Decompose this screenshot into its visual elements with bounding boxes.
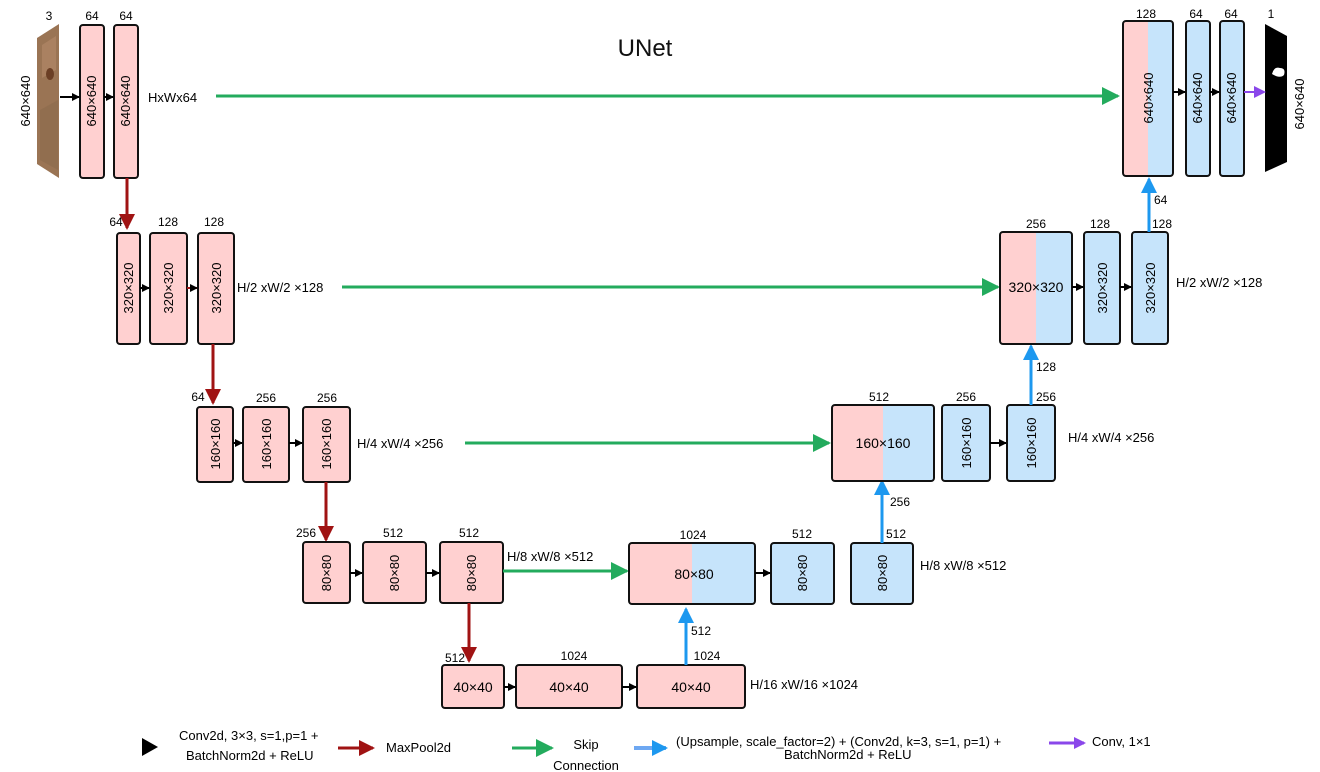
dec1-conv2-block xyxy=(1219,20,1245,177)
dec3-feature-label: H/4 xW/4 ×256 xyxy=(1068,430,1154,445)
enc1-conv1-block xyxy=(79,24,105,179)
dec1-concat-size: 640×640 xyxy=(1141,73,1156,124)
legend-conv-line1: Conv2d, 3×3, s=1,p=1 + xyxy=(179,728,319,743)
bottleneck-in-size: 40×40 xyxy=(453,679,493,695)
dec4-feature-label: H/8 xW/8 ×512 xyxy=(920,558,1006,573)
enc4-conv2-channels: 512 xyxy=(459,526,479,540)
bottleneck-conv2-channels: 1024 xyxy=(694,649,721,663)
output-channels: 1 xyxy=(1268,7,1275,21)
dec2-concat-channels: 256 xyxy=(1026,217,1046,231)
legend-upsample-line2: BatchNorm2d + ReLU xyxy=(784,747,912,762)
enc3-conv1-channels: 256 xyxy=(256,391,276,405)
dec3-concat-channels: 512 xyxy=(869,390,889,404)
bottleneck-conv2-block xyxy=(636,664,746,709)
enc1-conv2-size: 640×640 xyxy=(118,76,133,127)
dec4-up-channels: 512 xyxy=(886,527,906,541)
enc2-feature-label: H/2 xW/2 ×128 xyxy=(237,280,323,295)
bottleneck-conv1-size: 40×40 xyxy=(549,679,589,695)
enc3-in-block xyxy=(196,406,234,483)
bottleneck-conv2-size: 40×40 xyxy=(671,679,711,695)
enc4-in-size: 80×80 xyxy=(319,555,334,592)
enc2-conv1-size: 320×320 xyxy=(161,263,176,314)
enc3-conv2-size: 160×160 xyxy=(319,419,334,470)
input-channels: 3 xyxy=(46,9,53,23)
enc3-in-size: 160×160 xyxy=(208,419,223,470)
enc2-conv2-channels: 128 xyxy=(204,215,224,229)
output-size: 640×640 xyxy=(1292,79,1307,130)
up2-in-channels: 128 xyxy=(1036,360,1056,374)
dec3-conv-channels: 256 xyxy=(956,390,976,404)
dec3-out-channels: 256 xyxy=(1036,390,1056,404)
input-image xyxy=(37,24,59,178)
enc4-conv1-channels: 512 xyxy=(383,526,403,540)
enc3-conv1-block xyxy=(242,406,290,483)
enc1-feature-label: HxWx64 xyxy=(148,90,197,105)
enc2-in-size: 320×320 xyxy=(121,263,136,314)
dec4-conv-size: 80×80 xyxy=(795,555,810,592)
dec4-concat-channels: 1024 xyxy=(680,528,707,542)
legend-upsample-line1: (Upsample, scale_factor=2) + (Conv2d, k=… xyxy=(676,734,1001,749)
up4-in-channels: 512 xyxy=(691,624,711,638)
enc2-conv1-channels: 128 xyxy=(158,215,178,229)
diagram-title: UNet xyxy=(618,35,673,62)
enc1-conv1-channels: 64 xyxy=(85,9,99,23)
enc4-conv1-size: 80×80 xyxy=(387,555,402,592)
dec1-conv2-size: 640×640 xyxy=(1224,73,1239,124)
dec1-conv1-size: 640×640 xyxy=(1190,73,1205,124)
legend: Conv2d, 3×3, s=1,p=1 + BatchNorm2d + ReL… xyxy=(142,728,1151,772)
enc2-conv2-size: 320×320 xyxy=(209,263,224,314)
dec1-concat-block xyxy=(1122,20,1174,177)
output-mask-image xyxy=(1265,24,1287,172)
legend-skip-line2: Connection xyxy=(553,758,619,772)
legend-skip-line1: Skip xyxy=(573,737,598,752)
dec3-out-size: 160×160 xyxy=(1024,418,1039,469)
dec2-feature-label: H/2 xW/2 ×128 xyxy=(1176,275,1262,290)
bottleneck-conv1-channels: 1024 xyxy=(561,649,588,663)
legend-conv-line2: BatchNorm2d + ReLU xyxy=(186,748,314,763)
up1-in-channels: 64 xyxy=(1154,193,1168,207)
dec1-concat-channels: 128 xyxy=(1136,7,1156,21)
enc4-feature-label: H/8 xW/8 ×512 xyxy=(507,549,593,564)
enc1-conv2-channels: 64 xyxy=(119,9,133,23)
dec2-conv-channels: 128 xyxy=(1090,217,1110,231)
dec4-concat-size: 80×80 xyxy=(674,566,714,582)
legend-final-label: Conv, 1×1 xyxy=(1092,734,1151,749)
dec4-conv-channels: 512 xyxy=(792,527,812,541)
enc2-conv2-block xyxy=(197,232,235,345)
enc3-feature-label: H/4 xW/4 ×256 xyxy=(357,436,443,451)
dec4-up-size: 80×80 xyxy=(875,555,890,592)
dec2-out-channels: 128 xyxy=(1152,217,1172,231)
bottleneck-feature-label: H/16 xW/16 ×1024 xyxy=(750,677,858,692)
enc4-conv2-size: 80×80 xyxy=(464,555,479,592)
dec3-concat-size: 160×160 xyxy=(856,435,911,451)
legend-maxpool-label: MaxPool2d xyxy=(386,740,451,755)
dec3-concat-block xyxy=(831,404,935,482)
dec1-conv2-channels: 64 xyxy=(1224,7,1238,21)
enc1-conv1-size: 640×640 xyxy=(84,76,99,127)
dec1-conv1-channels: 64 xyxy=(1189,7,1203,21)
dec2-out-size: 320×320 xyxy=(1143,263,1158,314)
enc3-in-channels: 64 xyxy=(191,390,205,404)
enc3-conv2-channels: 256 xyxy=(317,391,337,405)
bottleneck-in-channels: 512 xyxy=(445,651,465,665)
enc2-in-channels: 64 xyxy=(109,215,123,229)
up3-in-channels: 256 xyxy=(890,495,910,509)
dec2-concat-size: 320×320 xyxy=(1009,279,1064,295)
enc4-in-channels: 256 xyxy=(296,526,316,540)
input-size: 640×640 xyxy=(18,76,33,127)
legend-conv-icon xyxy=(142,738,158,756)
dec1-conv1-block xyxy=(1185,20,1211,177)
dec4-conv-block xyxy=(770,542,835,605)
dec3-conv-size: 160×160 xyxy=(959,418,974,469)
enc3-conv1-size: 160×160 xyxy=(259,419,274,470)
dec2-conv-size: 320×320 xyxy=(1095,263,1110,314)
